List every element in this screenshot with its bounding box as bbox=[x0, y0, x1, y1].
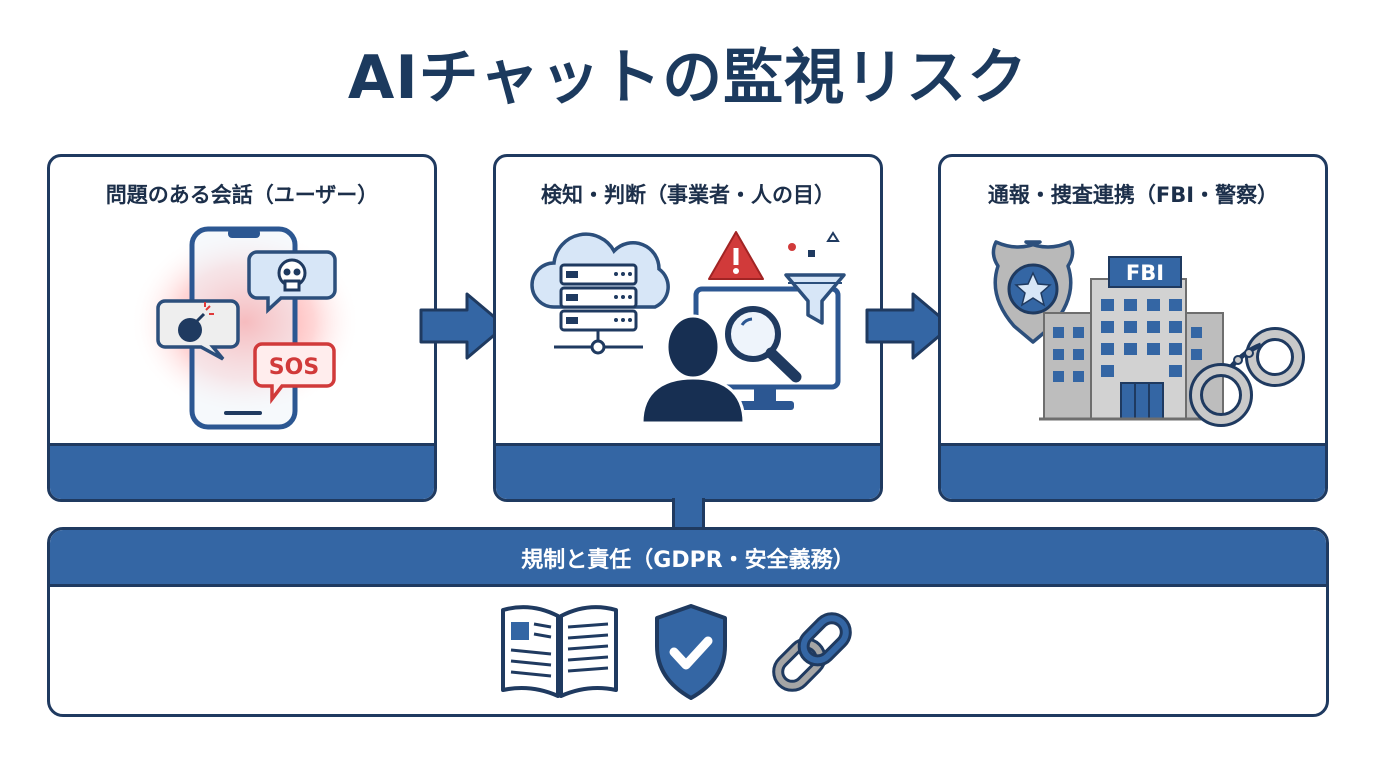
flow-arrow-icon bbox=[419, 292, 507, 360]
conversation-illustration: SOS bbox=[130, 226, 360, 430]
panel-band-detection-judgment bbox=[496, 443, 880, 499]
bottom-header-band bbox=[50, 530, 1326, 587]
flow-arrow-icon bbox=[865, 292, 953, 360]
panel-band-problem-conversation bbox=[50, 443, 434, 499]
shield-check-icon bbox=[655, 604, 727, 700]
fbi-building-icon: FBI bbox=[1039, 256, 1231, 421]
investigation-illustration: FBI bbox=[991, 240, 1305, 427]
magnifier-icon bbox=[725, 306, 802, 383]
page-title: AIチャットの監視リスク bbox=[347, 43, 1029, 113]
panel-title-detection-judgment: 検知・判断（事業者・人の目） bbox=[541, 183, 835, 207]
skull-icon bbox=[247, 250, 337, 314]
sos-bubble-icon: SOS bbox=[253, 342, 336, 405]
panel-report-investigation: 通報・捜査連携（FBI・警察） FBI bbox=[938, 154, 1328, 502]
funnel-icon bbox=[784, 231, 846, 325]
cloud-server-icon bbox=[530, 232, 670, 355]
detection-illustration bbox=[530, 231, 846, 425]
warning-icon bbox=[708, 231, 764, 280]
bomb-icon bbox=[156, 299, 240, 361]
panel-problem-conversation: 問題のある会話（ユーザー） bbox=[47, 154, 437, 502]
handcuffs-icon bbox=[1189, 327, 1305, 427]
panel-title-regulation-responsibility: 規制と責任（GDPR・安全義務） bbox=[521, 548, 855, 573]
chain-link-icon bbox=[772, 612, 852, 692]
panel-band-report-investigation bbox=[941, 443, 1325, 499]
panel-title-report-investigation: 通報・捜査連携（FBI・警察） bbox=[987, 183, 1279, 207]
book-icon bbox=[501, 605, 618, 698]
panel-detection-judgment: 検知・判断（事業者・人の目） bbox=[493, 154, 883, 502]
person-silhouette-icon bbox=[640, 314, 746, 425]
fbi-sign: FBI bbox=[1126, 261, 1164, 285]
panel-title-problem-conversation: 問題のある会話（ユーザー） bbox=[105, 183, 379, 207]
sos-label: SOS bbox=[269, 355, 319, 380]
panel-regulation-responsibility: 規制と責任（GDPR・安全義務） bbox=[47, 527, 1329, 717]
